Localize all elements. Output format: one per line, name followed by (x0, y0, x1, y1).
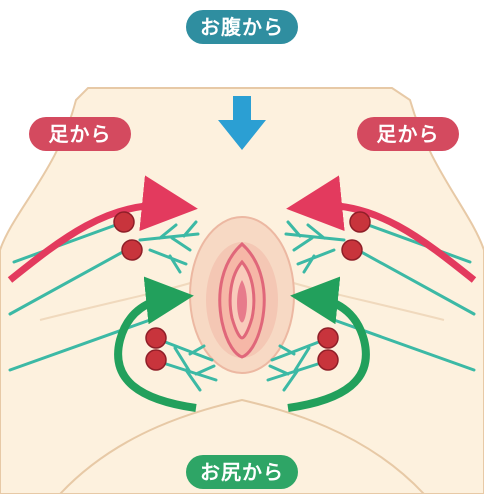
vulva-illustration (190, 217, 294, 373)
label-from-leg-left: 足から (29, 117, 131, 151)
label-from-abdomen: お腹から (186, 10, 298, 44)
label-from-leg-right: 足から (357, 117, 459, 151)
label-from-buttocks: お尻から (186, 455, 298, 489)
